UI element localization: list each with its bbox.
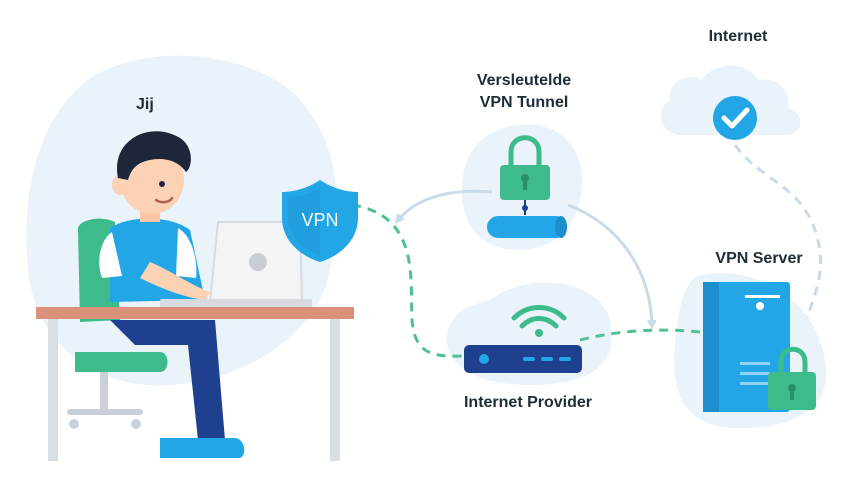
tunnel-label-line2: VPN Tunnel [479, 94, 569, 111]
wifi-icon [511, 305, 567, 329]
tunnel-label-line1: Versleutelde [476, 72, 572, 89]
vpn-shield-icon: VPN [282, 180, 358, 262]
arrow-tunnel-to-shield [394, 189, 493, 224]
person-pants [110, 320, 225, 440]
dashed-link-shield-to-router [351, 203, 471, 358]
desk-top [36, 307, 354, 319]
laptop-base [160, 299, 312, 307]
internet-provider-router-icon [464, 305, 582, 373]
arrow-tunnel-to-server [567, 203, 657, 330]
internet-cloud-icon [660, 65, 801, 140]
person-at-desk-illustration [36, 131, 354, 461]
vpn-server-label: VPN Server [715, 250, 803, 267]
you-label: Jij [136, 96, 154, 113]
encrypted-tunnel-icon [487, 135, 567, 238]
dashed-link-internet-to-server [733, 144, 822, 319]
person-shoe [160, 438, 210, 458]
tunnel-padlock-shackle [508, 135, 542, 168]
tunnel-pipe [487, 216, 567, 238]
vpn-server-icon [703, 282, 816, 412]
person-hair [116, 131, 191, 180]
chair-seat [75, 352, 168, 372]
vpn-shield-label: VPN [301, 210, 338, 230]
check-circle-icon [713, 96, 757, 140]
server-padlock-icon [768, 346, 816, 410]
internet-label: Internet [708, 28, 768, 45]
internet-provider-label: Internet Provider [463, 394, 593, 411]
